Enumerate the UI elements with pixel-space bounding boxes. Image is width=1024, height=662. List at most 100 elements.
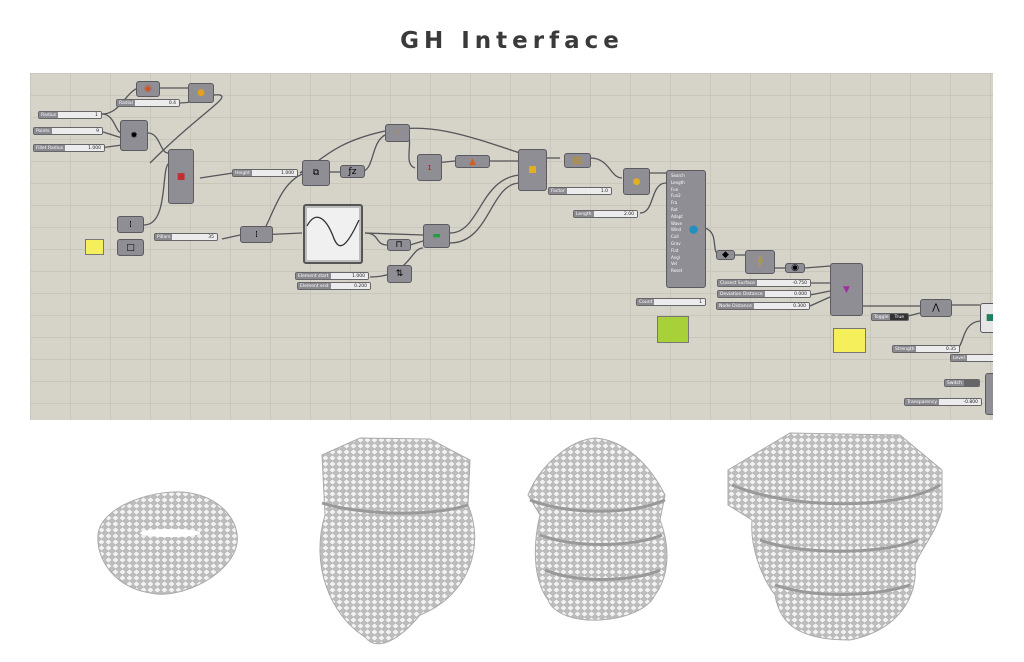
param-component[interactable]: ▲	[455, 155, 490, 168]
slider-value: 2.00	[593, 211, 637, 217]
slider-label: Count	[637, 299, 655, 305]
line-icon: ⟋	[394, 128, 401, 138]
green-panel[interactable]	[657, 316, 689, 343]
slider-value: 1.000	[251, 170, 297, 176]
slider-value: 1	[58, 112, 101, 118]
input-label: Vel	[671, 261, 677, 267]
slider-label: Closest Surface	[718, 280, 757, 286]
move-component[interactable]: ⧉	[302, 160, 330, 186]
slider-label: Node Distance	[717, 303, 754, 309]
remap-component[interactable]: ▬	[423, 224, 450, 248]
slider-value: 0.35	[916, 346, 959, 352]
input-label: Reset	[671, 268, 683, 274]
toggle-label: Toggle	[872, 314, 891, 320]
reparam-icon: ⊓	[395, 240, 403, 250]
preview-component[interactable]: ■	[980, 303, 993, 333]
evaluate-icon: ●	[197, 88, 205, 98]
page-title: GH Interface	[400, 28, 624, 54]
slider-value: 35	[172, 234, 217, 240]
line-component[interactable]: ⟋	[385, 124, 410, 142]
slider-label: Level	[951, 355, 967, 361]
weaverbird-component[interactable]: ▼	[830, 263, 863, 316]
divide-component[interactable]: ɪ	[417, 154, 442, 181]
smooth-component[interactable]: ⋀	[920, 299, 952, 317]
divide-icon: ɪ	[427, 162, 432, 173]
input-label: Grav	[671, 240, 681, 246]
slider-value: 1.0	[566, 188, 611, 194]
param-icon: ▲	[469, 156, 476, 167]
display-component[interactable]	[985, 373, 993, 415]
domain-icon: ⇅	[395, 269, 404, 279]
switch-value[interactable]: Switch	[944, 379, 980, 387]
slider-label: Radius	[39, 112, 59, 118]
slider-label: Element end	[298, 283, 331, 289]
loft-component[interactable]: ■	[168, 149, 194, 204]
polygon-component[interactable]: ✹	[120, 120, 148, 151]
input-label: Cull	[671, 234, 679, 240]
mesh-component[interactable]: ▥	[564, 153, 591, 168]
series-icon: ⁞	[129, 219, 132, 230]
vector-icon: ƒz	[348, 166, 357, 177]
mesh-evaluate-icon: ●	[632, 176, 641, 187]
mesh-evaluate-component[interactable]: ●	[623, 168, 650, 195]
slider-value: 1	[654, 299, 705, 305]
yellow-output-panel[interactable]	[833, 328, 866, 353]
circle-component[interactable]: ◉	[136, 81, 160, 97]
polygon-icon: ✹	[130, 130, 138, 141]
mesh-param[interactable]: ◆	[716, 250, 735, 260]
slider-level[interactable]: Level	[950, 354, 993, 362]
sine-graph-icon	[306, 208, 360, 260]
remap-icon: ▬	[432, 231, 441, 241]
multiply-component[interactable]: □	[117, 239, 144, 256]
construct-domain-component[interactable]: ⇅	[387, 265, 412, 283]
grasshopper-canvas[interactable]: ◉ ● ✹ ■ ⁞ □ ⧉ ƒz ⟋ ɪ ▲ ■ ▥ ● ⁞ ⊓ ▬ ⇅ Sea…	[30, 73, 993, 420]
slider-value: -0.750	[756, 280, 810, 286]
series-component[interactable]: ⁞	[117, 216, 144, 233]
slider-transparency[interactable]: Transparency-0.800	[904, 398, 982, 406]
evaluate-component[interactable]: ●	[188, 83, 214, 103]
slider-label: Strength	[893, 346, 917, 352]
slider-value: 9	[51, 128, 102, 134]
slider-value: 1.000	[65, 145, 104, 151]
slider-label: Deviation Distance	[718, 291, 765, 297]
deconstruct-icon: ╬	[757, 257, 763, 267]
deconstruct-component[interactable]: ╬	[745, 250, 775, 274]
sweep-component[interactable]: ■	[518, 149, 547, 191]
yellow-panel[interactable]	[85, 239, 104, 255]
mesh-renders	[97, 432, 943, 645]
move-icon: ⧉	[312, 168, 320, 178]
unit-z-component[interactable]: ƒz	[340, 165, 365, 178]
wires	[99, 87, 981, 350]
graph-mapper[interactable]	[303, 204, 363, 264]
mesh-render-3	[527, 437, 668, 621]
input-label: Adapt	[671, 213, 683, 219]
range-component[interactable]: ⁞	[240, 226, 273, 243]
slider-label: Switch	[945, 380, 964, 386]
point-param[interactable]: ◉	[785, 263, 805, 273]
point-param-icon: ◉	[791, 263, 799, 273]
slider-label: Length	[574, 211, 594, 217]
slider-closest-surface[interactable]: Closest Surface-0.750	[717, 279, 811, 287]
slider-label: Radial	[117, 100, 135, 106]
slider-value: 1.000	[330, 273, 368, 279]
slider-value: 0.300	[753, 303, 809, 309]
reparam-component[interactable]: ⊓	[387, 239, 411, 251]
input-label: Wind	[671, 227, 682, 233]
mesh-icon: ▥	[573, 155, 582, 166]
